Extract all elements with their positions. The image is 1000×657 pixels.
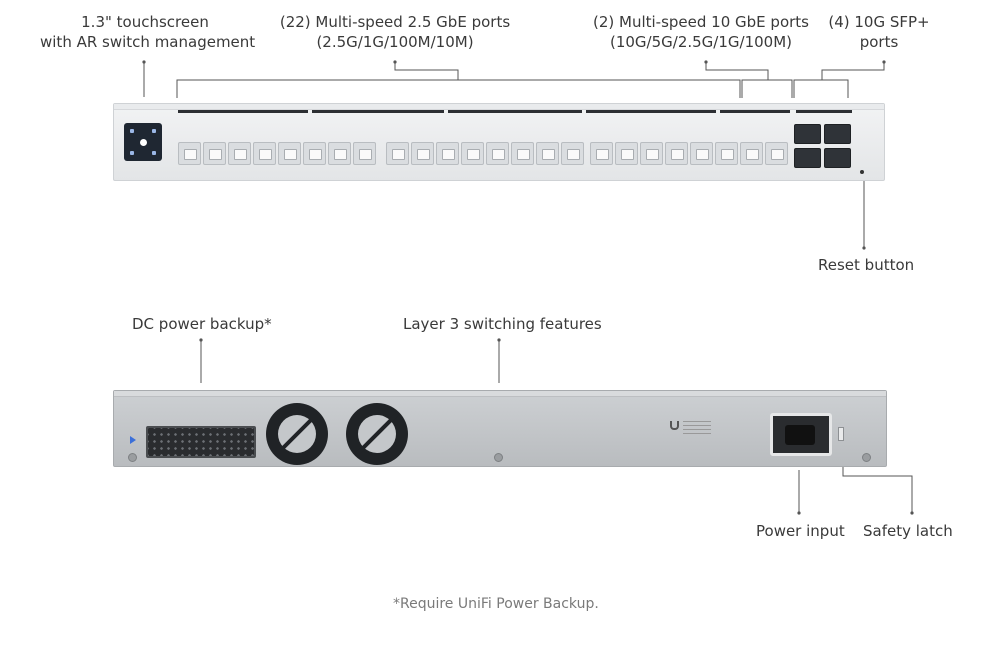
- sfp-port: [794, 124, 821, 144]
- ports10-leader: [705, 62, 769, 80]
- ports10-label: (2) Multi-speed 10 GbE ports (10G/5G/2.5…: [592, 12, 810, 52]
- reset-button: [860, 170, 864, 174]
- rj45-port: [278, 142, 301, 165]
- power-input-socket: [770, 413, 832, 456]
- port-bar: [178, 110, 308, 113]
- rj45-port: [203, 142, 226, 165]
- sfp-label: (4) 10G SFP+ ports: [824, 12, 934, 52]
- ports10-label-line2: (10G/5G/2.5G/1G/100M): [609, 33, 792, 51]
- ports10-bracket: [741, 79, 793, 98]
- dc-backup-label: DC power backup*: [132, 315, 272, 333]
- port-bar: [586, 110, 716, 113]
- rj45-port: [665, 142, 688, 165]
- rj45-port: [228, 142, 251, 165]
- fan-icon: [346, 403, 408, 465]
- sfp-cage-right: [824, 118, 851, 168]
- port-bar: [448, 110, 582, 113]
- rj45-port: [690, 142, 713, 165]
- sfp-port: [794, 148, 821, 168]
- layer3-label: Layer 3 switching features: [403, 315, 602, 333]
- screw-icon: [494, 453, 503, 462]
- ports25-leader: [394, 62, 459, 80]
- arrow-icon: [130, 436, 136, 444]
- rj45-port: [615, 142, 638, 165]
- sfp-label-line1: (4) 10G SFP+: [828, 13, 930, 31]
- switch-rear-panel: [113, 390, 887, 467]
- sfp-port: [824, 124, 851, 144]
- rj45-port: [178, 142, 201, 165]
- touchscreen-label-line2: with AR switch management: [40, 33, 256, 51]
- unifi-logo-icon: [670, 421, 679, 430]
- sfp-cage-left: [794, 118, 821, 168]
- rj45-port: [461, 142, 484, 165]
- ports25-label: (22) Multi-speed 2.5 GbE ports (2.5G/1G/…: [277, 12, 513, 52]
- sfp-leader: [821, 62, 885, 80]
- rj45-port: [328, 142, 351, 165]
- rj45-port: [715, 142, 738, 165]
- port-group-1: [178, 142, 376, 166]
- screw-icon: [862, 453, 871, 462]
- rj45-port: [590, 142, 613, 165]
- sfp-label-line2: ports: [859, 33, 899, 51]
- touchscreen-label-line1: 1.3" touchscreen: [81, 13, 209, 31]
- power-input-label: Power input: [756, 522, 845, 540]
- rj45-port: [536, 142, 559, 165]
- safety-latch: [838, 427, 844, 441]
- ports25-label-line1: (22) Multi-speed 2.5 GbE ports: [279, 13, 511, 31]
- port-bar: [720, 110, 790, 113]
- screw-icon: [128, 453, 137, 462]
- dc-power-connector: [146, 426, 256, 458]
- safety-latch-label: Safety latch: [863, 522, 953, 540]
- rj45-port: [436, 142, 459, 165]
- touchscreen-label: 1.3" touchscreen with AR switch manageme…: [40, 12, 256, 52]
- rj45-port: [386, 142, 409, 165]
- rj45-port: [765, 142, 788, 165]
- label-sticker: [683, 421, 711, 435]
- port-bar: [796, 110, 852, 113]
- ports25-bracket: [176, 79, 741, 98]
- sfp-port: [824, 148, 851, 168]
- rj45-port: [561, 142, 584, 165]
- port-bar: [312, 110, 444, 113]
- footnote: *Require UniFi Power Backup.: [393, 596, 599, 612]
- port-group-2: [386, 142, 584, 166]
- rj45-port: [303, 142, 326, 165]
- rj45-port: [411, 142, 434, 165]
- ports10-label-line1: (2) Multi-speed 10 GbE ports: [593, 13, 809, 31]
- rj45-port: [740, 142, 763, 165]
- reset-label: Reset button: [818, 256, 915, 274]
- rj45-port: [486, 142, 509, 165]
- rj45-port: [640, 142, 663, 165]
- touchscreen: [124, 123, 162, 161]
- rj45-port: [511, 142, 534, 165]
- sfp-bracket: [793, 79, 849, 98]
- rj45-port: [353, 142, 376, 165]
- ports25-label-line2: (2.5G/1G/100M/10M): [316, 33, 474, 51]
- fan-icon: [266, 403, 328, 465]
- port-group-3: [590, 142, 788, 166]
- rj45-port: [253, 142, 276, 165]
- switch-front-panel: [113, 103, 885, 181]
